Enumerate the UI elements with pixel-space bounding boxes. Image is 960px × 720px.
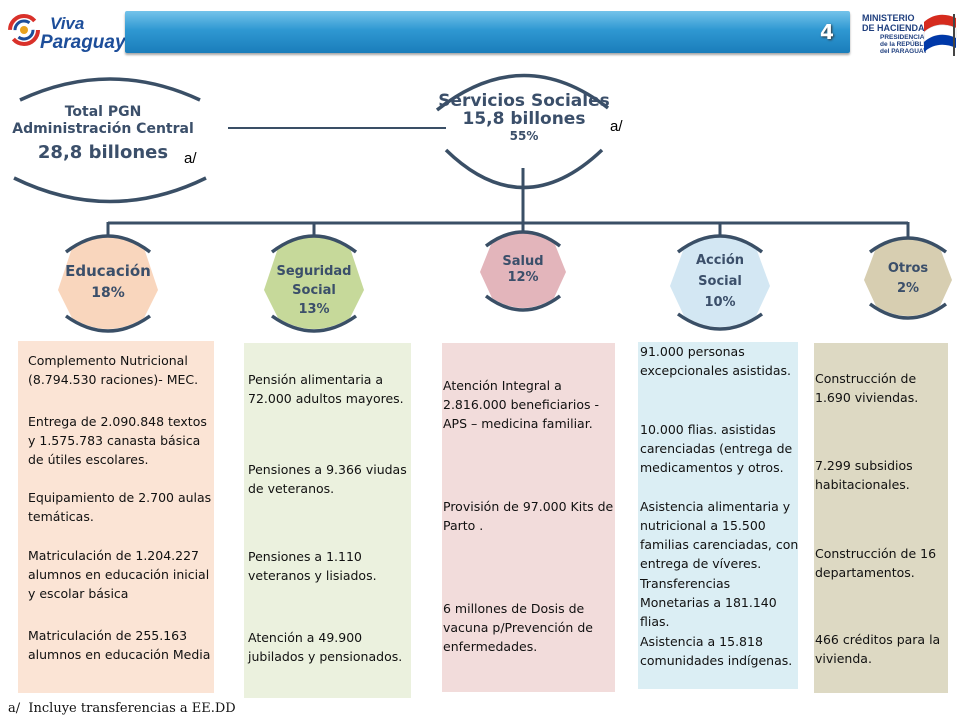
- otros-item: 7.299 subsidios habitacionales.: [815, 458, 913, 492]
- logo-word-paraguay: Paraguay: [40, 32, 126, 53]
- accion-percent: 10%: [704, 295, 736, 310]
- seguridad-item: Pensiones a 9.366 viudas de veteranos.: [248, 462, 407, 496]
- servicios-sociales-title: Servicios Sociales: [438, 91, 610, 111]
- educacion-label: Educación: [65, 262, 151, 280]
- ministry-line-5: del PARAGUAY: [880, 48, 928, 55]
- salud-item: Atención Integral a 2.816.000 beneficiar…: [443, 378, 599, 431]
- educacion-item: Equipamiento de 2.700 aulas temáticas.: [28, 490, 212, 524]
- total-pgn-title: Total PGN: [64, 104, 142, 120]
- accion-item: Asistencia alimentaria y nutricional a 1…: [640, 499, 799, 571]
- ministry-line-3: PRESIDENCIA: [880, 34, 925, 41]
- seguridad-label-1: Seguridad: [276, 264, 352, 279]
- otros-column-bg: [814, 343, 948, 693]
- slide-number: 4: [820, 20, 834, 44]
- servicios-sociales-block: Servicios Sociales 15,8 billones 55%: [414, 92, 634, 144]
- category-seguridad-social: Seguridad Social 13%: [254, 262, 374, 319]
- category-salud: Salud 12%: [463, 254, 583, 286]
- accion-item: 10.000 flias. asistidas carenciadas (ent…: [640, 422, 793, 475]
- salud-item: Provisión de 97.000 Kits de Parto .: [443, 499, 614, 533]
- servicios-footnote-marker: a/: [610, 118, 623, 135]
- viva-paraguay-emblem-icon: [8, 14, 40, 46]
- salud-percent: 12%: [507, 270, 539, 285]
- educacion-percent: 18%: [91, 285, 125, 301]
- educacion-column-bg: [18, 341, 214, 693]
- educacion-item: Matriculación de 255.163 alumnos en educ…: [28, 628, 211, 662]
- total-bottom-arc: [13, 176, 207, 204]
- seguridad-column-bg: [244, 343, 411, 698]
- otros-item: 466 créditos para la vivienda.: [815, 632, 941, 666]
- seguridad-percent: 13%: [298, 302, 330, 317]
- total-top-arc: [19, 77, 201, 102]
- accion-label-2: Social: [698, 274, 742, 289]
- logo-word-viva: Viva: [50, 14, 85, 33]
- ministry-subtitle: PRESIDENCIA de la REPÚBLICA del PARAGUAY: [880, 34, 935, 55]
- otros-percent: 2%: [896, 281, 920, 296]
- seguridad-item: Pensiones a 1.110 veteranos y lisiados.: [248, 549, 377, 583]
- seguridad-shape: [264, 234, 364, 333]
- seguridad-label-2: Social: [292, 283, 336, 298]
- educacion-item: Complemento Nutricional (8.794.530 racio…: [28, 353, 199, 387]
- salud-item: 6 millones de Dosis de vacuna p/Prevenci…: [443, 601, 593, 654]
- servicios-sociales-amount: 15,8 billones: [462, 109, 586, 129]
- salud-shape: [480, 230, 566, 312]
- ministry-line-2: DE HACIENDA: [862, 22, 925, 33]
- category-accion-social: Acción Social 10%: [660, 250, 780, 313]
- paraguay-flag-icon: [923, 14, 957, 56]
- ministry-line-1: MINISTERIO: [862, 13, 915, 23]
- accion-item: 91.000 personas excepcionales asistidas.: [640, 344, 791, 378]
- total-footnote-marker: a/: [184, 150, 197, 167]
- ministry-line-4: de la REPÚBLICA: [880, 41, 935, 48]
- otros-item: Construcción de 16 departamentos.: [815, 546, 937, 580]
- category-educacion: Educación 18%: [48, 262, 168, 303]
- servicios-top-arc: [435, 73, 610, 112]
- total-pgn-block: Total PGN Administración Central 28,8 bi…: [0, 104, 206, 164]
- servicios-sociales-percent: 55%: [509, 129, 539, 143]
- viva-paraguay-logo: Viva Paraguay: [6, 8, 126, 54]
- educacion-item: Entrega de 2.090.848 textos y 1.575.783 …: [28, 414, 207, 467]
- educacion-shape: [58, 234, 158, 333]
- seguridad-item: Pensión alimentaria a 72.000 adultos may…: [248, 372, 404, 406]
- administracion-central-label: Administración Central: [12, 121, 194, 137]
- salud-label: Salud: [502, 254, 544, 269]
- ministerio-hacienda-logo: MINISTERIO DE HACIENDA PRESIDENCIA de la…: [858, 12, 958, 60]
- salud-column-bg: [442, 343, 615, 692]
- header-banner: [125, 11, 850, 53]
- accion-item: Asistencia a 15.818 comunidades indígena…: [640, 634, 793, 668]
- ministry-title: MINISTERIO DE HACIENDA: [862, 13, 925, 33]
- footnote: a/ Incluye transferencias a EE.DD: [8, 701, 236, 716]
- otros-shape: [864, 236, 952, 320]
- accion-column-bg: [638, 342, 798, 689]
- otros-label: Otros: [887, 261, 929, 276]
- accion-shape: [670, 234, 770, 331]
- otros-item: Construcción de 1.690 viviendas.: [815, 371, 919, 405]
- accion-item: Transferencias Monetarias a 181.140 flia…: [640, 576, 777, 629]
- accion-label-1: Acción: [695, 253, 745, 268]
- total-amount: 28,8 billones: [37, 142, 169, 163]
- category-otros: Otros 2%: [858, 260, 958, 298]
- seguridad-item: Atención a 49.900 jubilados y pensionado…: [248, 630, 403, 664]
- educacion-item: Matriculación de 1.204.227 alumnos en ed…: [28, 548, 210, 601]
